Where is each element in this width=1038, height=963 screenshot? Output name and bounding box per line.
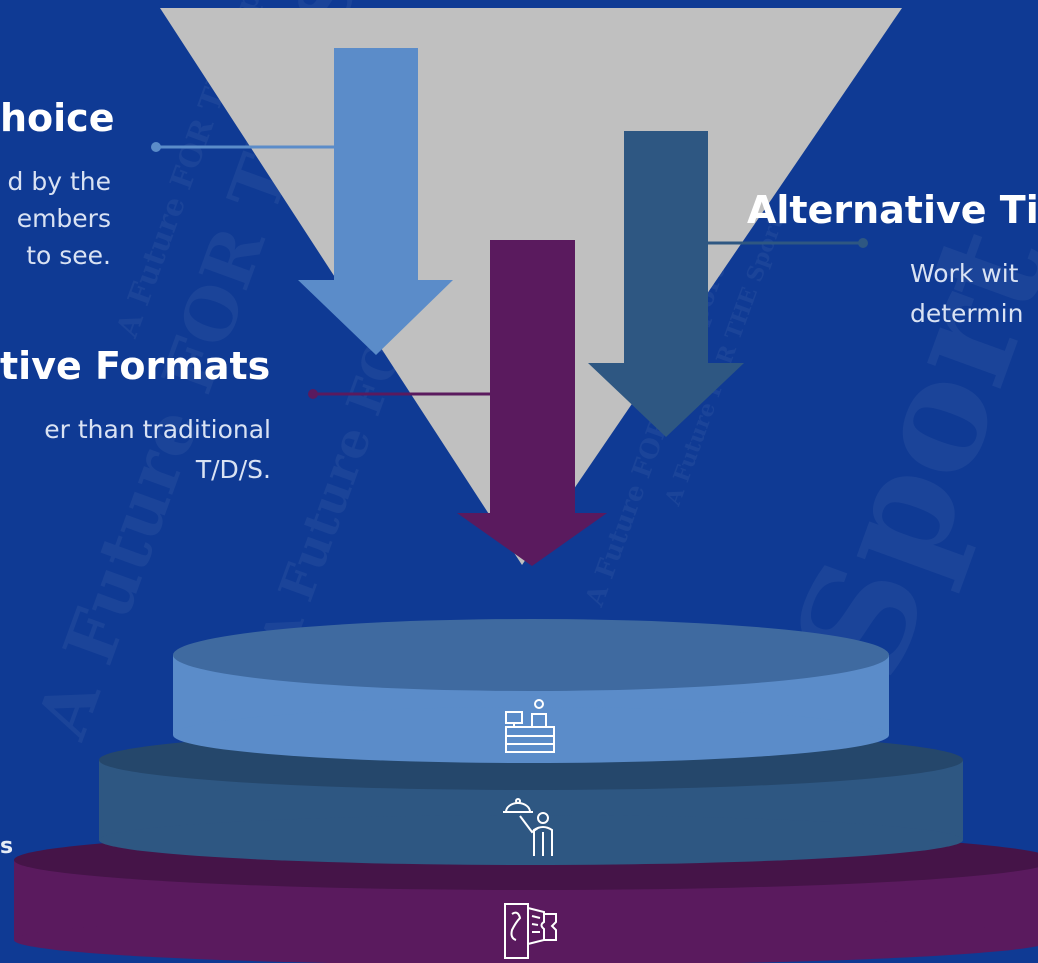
callout-choice-description: d by the embers to see. [8,160,111,278]
arrow-purple [457,240,607,566]
left-edge-text: s [0,834,14,859]
callout-choice-heading: hoice [0,96,115,140]
callout-choice-line: to see. [26,241,111,270]
callout-tiers-line: determin [910,299,1024,328]
connector-formats [308,389,490,399]
arrow-slate [588,131,744,437]
connector-tiers [708,238,868,248]
callout-formats-line: er than traditional [44,415,271,444]
callout-formats-description: er than traditional T/D/S. [44,408,271,492]
callout-tiers-heading: Alternative Ti [747,188,1038,232]
callout-formats-heading: tive Formats [0,344,271,388]
podium-tier-top [173,619,889,763]
callout-choice-line: d by the [7,167,111,196]
waiter-serving-icon [503,798,553,856]
reception-desk-icon [505,699,555,753]
connector-choice [151,142,334,152]
callout-tiers-description: Work wit determin [910,252,1023,336]
callout-tiers-line: Work wit [910,259,1019,288]
ticket-icon [504,903,557,959]
podium-tier-middle [99,730,963,865]
callout-choice-line: embers [16,204,111,233]
callout-formats-line: T/D/S. [195,455,271,484]
arrow-light-blue [298,48,453,355]
